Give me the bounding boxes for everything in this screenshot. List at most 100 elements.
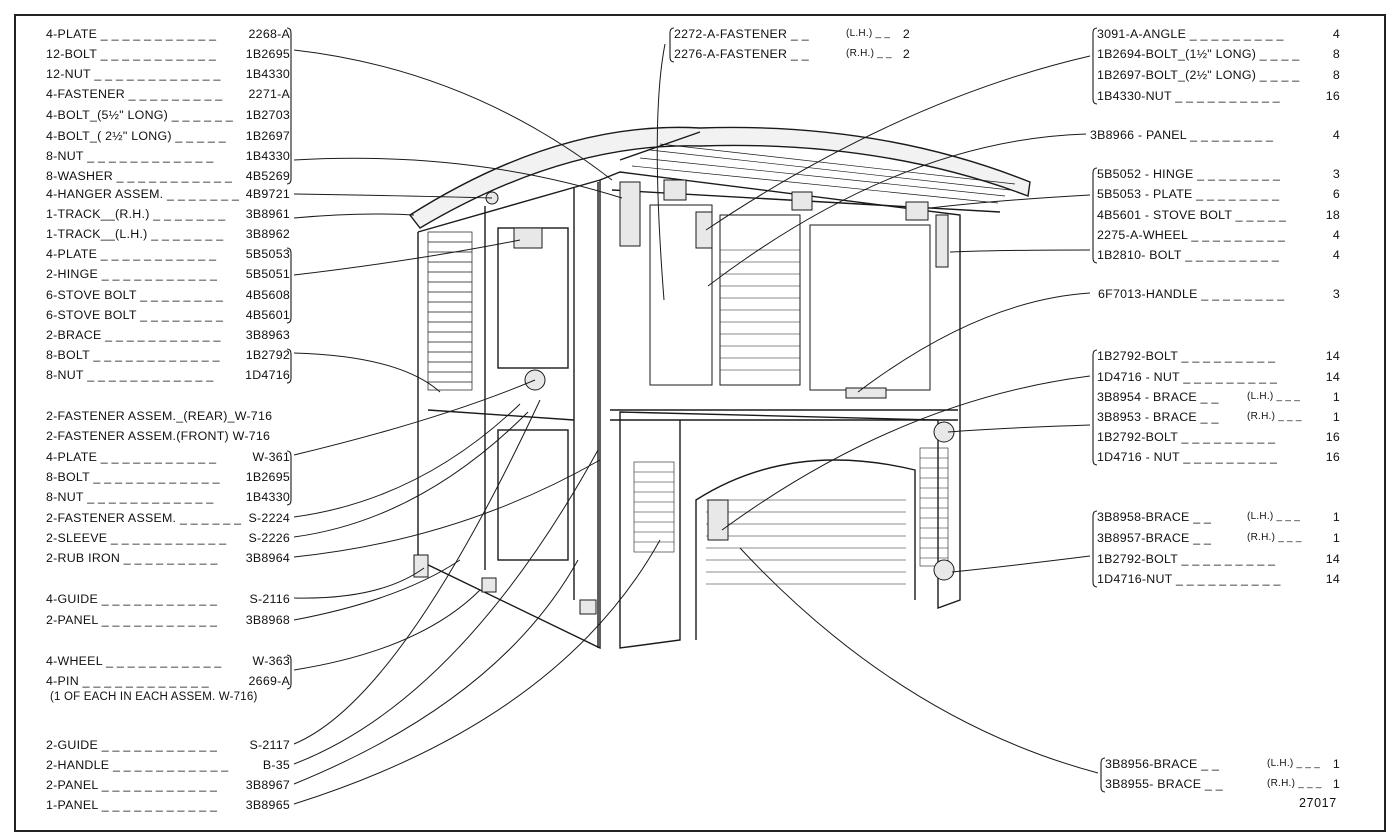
part-name: 1B2697-BOLT_(2½" LONG) _ _ _ _ bbox=[1097, 68, 1304, 82]
part-label: 2-FASTENER ASSEM. _ _ _ _ _ _ S-2224 bbox=[46, 510, 290, 526]
bracket bbox=[669, 27, 675, 63]
part-label: 8-NUT _ _ _ _ _ _ _ _ _ _ _ _ 1B4330 bbox=[46, 148, 290, 164]
part-number: 1B2792 bbox=[245, 348, 290, 362]
part-number: 1B2695 bbox=[245, 470, 290, 484]
part-quantity: 4 bbox=[1332, 248, 1340, 262]
part-label: 6-STOVE BOLT _ _ _ _ _ _ _ _ 4B5608 bbox=[46, 287, 290, 303]
leader-lines bbox=[293, 43, 1099, 805]
part-number: B-35 bbox=[262, 758, 290, 772]
part-label: 1-TRACK__(L.H.) _ _ _ _ _ _ _ 3B8962 bbox=[46, 226, 290, 242]
part-name: 8-NUT _ _ _ _ _ _ _ _ _ _ _ _ bbox=[46, 368, 218, 382]
part-label: 1B4330-NUT _ _ _ _ _ _ _ _ _ _ 16 bbox=[1097, 88, 1340, 104]
part-label: 1B2792-BOLT _ _ _ _ _ _ _ _ _ 14 bbox=[1097, 551, 1340, 567]
part-label: 1B2792-BOLT _ _ _ _ _ _ _ _ _ 16 bbox=[1097, 429, 1340, 445]
part-number: 5B5051 bbox=[245, 267, 290, 281]
part-label: 8-BOLT _ _ _ _ _ _ _ _ _ _ _ _ 1B2792 bbox=[46, 347, 290, 363]
part-side: (R.H.) _ _ _ bbox=[1247, 532, 1302, 543]
bracket bbox=[286, 654, 292, 690]
bracket bbox=[1092, 27, 1098, 105]
part-name: 2-FASTENER ASSEM._(REAR)_W-716 bbox=[46, 409, 273, 423]
part-name: 2-BRACE _ _ _ _ _ _ _ _ _ _ _ bbox=[46, 328, 225, 342]
part-name: 4-BOLT_( 2½" LONG) _ _ _ _ _ bbox=[46, 129, 230, 143]
part-name: 4-PLATE _ _ _ _ _ _ _ _ _ _ _ bbox=[46, 27, 220, 41]
lower-louvres bbox=[633, 447, 949, 585]
part-label: 1B2697-BOLT_(2½" LONG) _ _ _ _ 8 bbox=[1097, 67, 1340, 83]
part-name: 1D4716 - NUT _ _ _ _ _ _ _ _ _ bbox=[1097, 450, 1281, 464]
part-label: 2-HINGE _ _ _ _ _ _ _ _ _ _ _ 5B5051 bbox=[46, 266, 290, 282]
part-name: 8-BOLT _ _ _ _ _ _ _ _ _ _ _ _ bbox=[46, 470, 224, 484]
part-name: 3B8953 - BRACE _ _ bbox=[1097, 410, 1223, 424]
part-label: 3091-A-ANGLE _ _ _ _ _ _ _ _ _ 4 bbox=[1097, 26, 1340, 42]
part-number: 1B2695 bbox=[245, 47, 290, 61]
part-name: 2275-A-WHEEL _ _ _ _ _ _ _ _ _ bbox=[1097, 228, 1289, 242]
part-label: 5B5052 - HINGE _ _ _ _ _ _ _ _ 3 bbox=[1097, 166, 1340, 182]
part-label: 12-BOLT _ _ _ _ _ _ _ _ _ _ _ 1B2695 bbox=[46, 46, 290, 62]
part-label: 1B2694-BOLT_(1½" LONG) _ _ _ _ 8 bbox=[1097, 46, 1340, 62]
part-label: 4-BOLT_( 2½" LONG) _ _ _ _ _ 1B2697 bbox=[46, 128, 290, 144]
part-number: 2669-A bbox=[248, 674, 290, 688]
part-label: 3B8958-BRACE _ _ (L.H.) _ _ _1 bbox=[1097, 509, 1340, 525]
part-name: 3B8954 - BRACE _ _ bbox=[1097, 390, 1223, 404]
part-quantity: 1 bbox=[1332, 390, 1340, 404]
part-side: (R.H.) _ _ _ bbox=[1267, 778, 1322, 789]
part-number: 4B5269 bbox=[245, 169, 290, 183]
part-number: 1B4330 bbox=[245, 490, 290, 504]
part-name: 1B4330-NUT _ _ _ _ _ _ _ _ _ _ bbox=[1097, 89, 1284, 103]
part-name: 4-PLATE _ _ _ _ _ _ _ _ _ _ _ bbox=[46, 247, 220, 261]
part-side: (L.H.) _ _ _ bbox=[1247, 391, 1301, 402]
bracket bbox=[286, 348, 292, 384]
part-number: 3B8965 bbox=[245, 798, 290, 812]
part-label: 2-SLEEVE _ _ _ _ _ _ _ _ _ _ _ S-2226 bbox=[46, 530, 290, 546]
part-label: 2-PANEL _ _ _ _ _ _ _ _ _ _ _ 3B8967 bbox=[46, 777, 290, 793]
part-name: 1-PANEL _ _ _ _ _ _ _ _ _ _ _ bbox=[46, 798, 221, 812]
part-number: S-2226 bbox=[248, 531, 290, 545]
part-quantity: 16 bbox=[1325, 89, 1340, 103]
cab-body bbox=[408, 126, 1031, 650]
part-quantity: 14 bbox=[1325, 370, 1340, 384]
part-quantity: 14 bbox=[1325, 572, 1340, 586]
part-side: (R.H.) _ _ bbox=[846, 48, 892, 59]
part-quantity: 18 bbox=[1325, 208, 1340, 222]
part-quantity: 3 bbox=[1332, 287, 1340, 301]
part-name: 2272-A-FASTENER _ _ bbox=[674, 27, 809, 41]
part-label: 1D4716 - NUT _ _ _ _ _ _ _ _ _ 14 bbox=[1097, 369, 1340, 385]
part-number: 4B5601 bbox=[245, 308, 290, 322]
part-name: 1B2792-BOLT _ _ _ _ _ _ _ _ _ bbox=[1097, 552, 1280, 566]
part-name: 8-NUT _ _ _ _ _ _ _ _ _ _ _ _ bbox=[46, 149, 218, 163]
part-name: 2276-A-FASTENER _ _ bbox=[674, 47, 809, 61]
part-name: 8-BOLT _ _ _ _ _ _ _ _ _ _ _ _ bbox=[46, 348, 224, 362]
part-quantity: 1 bbox=[1332, 777, 1340, 791]
part-number: 3B8964 bbox=[245, 551, 290, 565]
part-label: 8-NUT _ _ _ _ _ _ _ _ _ _ _ _ 1B4330 bbox=[46, 489, 290, 505]
part-quantity: 2 bbox=[902, 47, 910, 61]
part-quantity: 4 bbox=[1332, 128, 1340, 142]
part-name: 3B8957-BRACE _ _ bbox=[1097, 531, 1215, 545]
part-name: 4-WHEEL _ _ _ _ _ _ _ _ _ _ _ bbox=[46, 654, 226, 668]
part-label: 1B2792-BOLT _ _ _ _ _ _ _ _ _ 14 bbox=[1097, 348, 1340, 364]
part-name: 1B2792-BOLT _ _ _ _ _ _ _ _ _ bbox=[1097, 430, 1280, 444]
part-name: 8-NUT _ _ _ _ _ _ _ _ _ _ _ _ bbox=[46, 490, 218, 504]
part-name: 4B5601 - STOVE BOLT _ _ _ _ _ bbox=[1097, 208, 1290, 222]
part-label: 4B5601 - STOVE BOLT _ _ _ _ _ 18 bbox=[1097, 207, 1340, 223]
part-name: 2-PANEL _ _ _ _ _ _ _ _ _ _ _ bbox=[46, 778, 221, 792]
bracket bbox=[286, 247, 292, 324]
part-side: (L.H.) _ _ _ bbox=[1267, 758, 1321, 769]
part-label: 2-BRACE _ _ _ _ _ _ _ _ _ _ _ 3B8963 bbox=[46, 327, 290, 343]
part-name: 2-PANEL _ _ _ _ _ _ _ _ _ _ _ bbox=[46, 613, 221, 627]
part-number: W-363 bbox=[252, 654, 290, 668]
part-number: 1B4330 bbox=[245, 149, 290, 163]
part-name: 12-NUT _ _ _ _ _ _ _ _ _ _ _ _ bbox=[46, 67, 225, 81]
part-name: 4-PIN _ _ _ _ _ _ _ _ _ _ _ _ bbox=[46, 674, 213, 688]
part-label: 4-PLATE _ _ _ _ _ _ _ _ _ _ _ 5B5053 bbox=[46, 246, 290, 262]
part-number: 4B9721 bbox=[245, 187, 290, 201]
part-name: 1-TRACK__(R.H.) _ _ _ _ _ _ _ bbox=[46, 207, 230, 221]
part-name: 1B2694-BOLT_(1½" LONG) _ _ _ _ bbox=[1097, 47, 1304, 61]
part-quantity: 2 bbox=[902, 27, 910, 41]
part-number: 3B8967 bbox=[245, 778, 290, 792]
part-label: 4-BOLT_(5½" LONG) _ _ _ _ _ _ 1B2703 bbox=[46, 107, 290, 123]
part-label: 2-FASTENER ASSEM._(REAR)_W-716 bbox=[46, 408, 290, 424]
part-label: 1B2810- BOLT _ _ _ _ _ _ _ _ _ 4 bbox=[1097, 247, 1340, 263]
part-side: (L.H.) _ _ bbox=[846, 28, 891, 39]
part-quantity: 1 bbox=[1332, 531, 1340, 545]
